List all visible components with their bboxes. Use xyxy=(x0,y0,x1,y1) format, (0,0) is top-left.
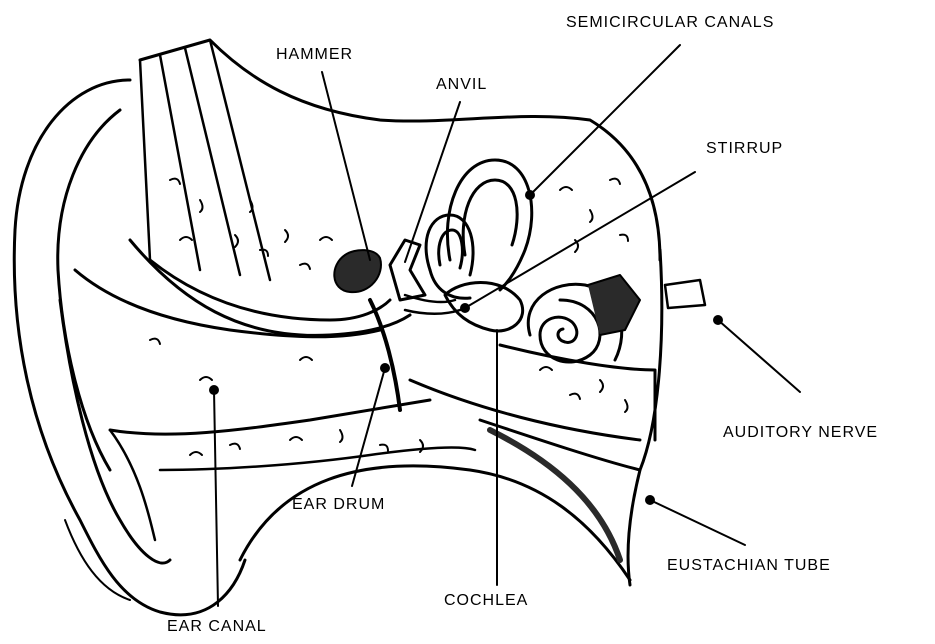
label-eustachian-tube: EUSTACHIAN TUBE xyxy=(667,557,831,575)
label-hammer: HAMMER xyxy=(276,46,353,64)
label-stirrup: STIRRUP xyxy=(706,140,783,158)
label-cochlea: COCHLEA xyxy=(444,592,528,610)
anvil-bone xyxy=(390,240,425,300)
ear-canal-lower xyxy=(110,400,430,434)
label-auditory-nerve: AUDITORY NERVE xyxy=(723,424,878,442)
hammer-bone xyxy=(334,250,381,292)
ear-drum xyxy=(370,300,400,410)
label-ear-drum: EAR DRUM xyxy=(292,496,385,514)
label-semicircular-canals: SEMICIRCULAR CANALS xyxy=(566,14,774,32)
semicircular-canal-inner xyxy=(426,215,473,275)
label-anvil: ANVIL xyxy=(436,76,487,94)
skull-layers xyxy=(140,40,270,280)
leader-lines xyxy=(214,45,800,606)
petrous-bone xyxy=(500,345,655,440)
auditory-nerve-bundle xyxy=(588,275,640,335)
vestibule xyxy=(445,283,523,331)
cochlea-spiral xyxy=(540,300,600,362)
outer-ear-fold xyxy=(58,110,120,470)
label-ear-canal: EAR CANAL xyxy=(167,618,267,636)
